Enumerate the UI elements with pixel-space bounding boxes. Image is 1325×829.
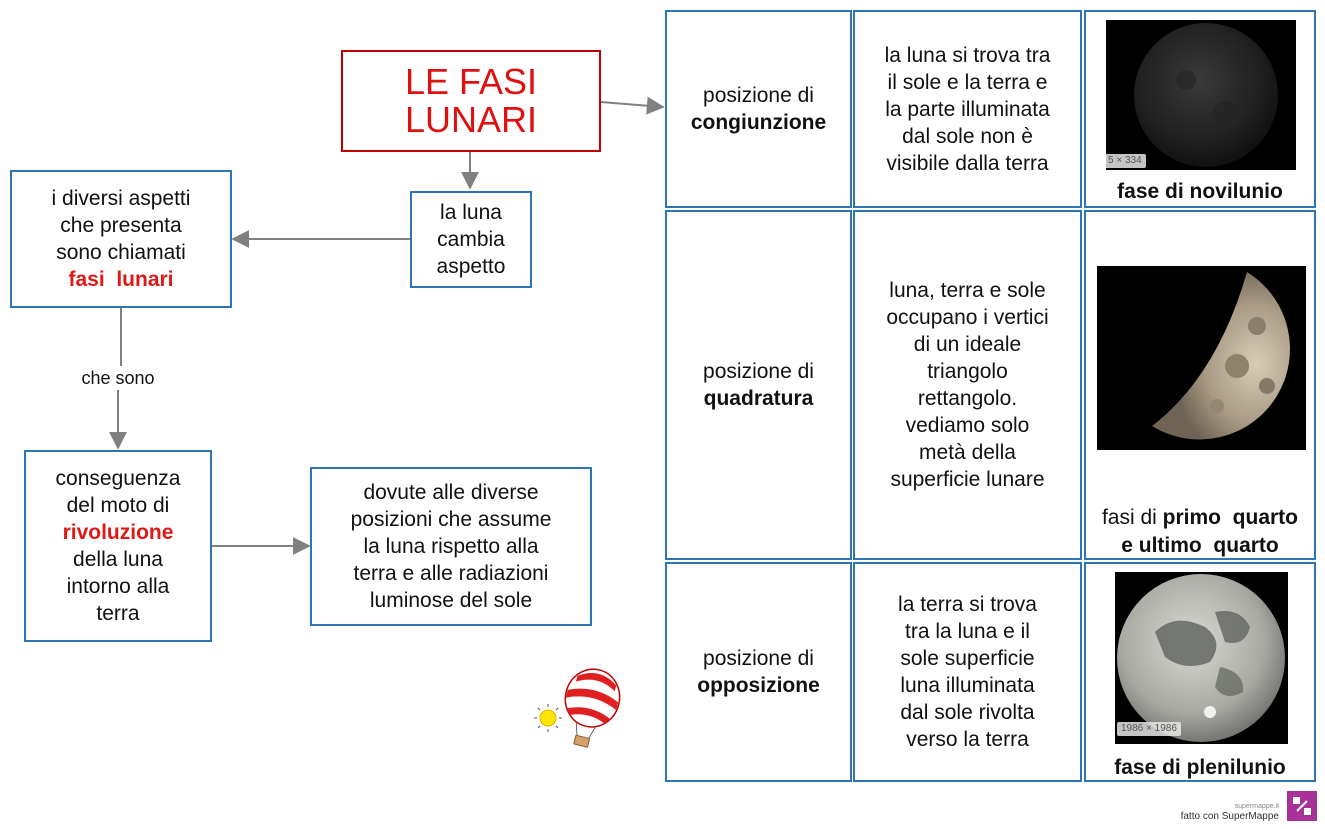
- position-name: quadratura: [704, 385, 814, 412]
- desc-line: verso la terra: [906, 726, 1029, 753]
- map-title: LE FASI LUNARI: [341, 50, 601, 152]
- desc-line: tra la luna e il: [905, 618, 1030, 645]
- image-cell-novilunio: 5 × 334 fase di novilunio: [1084, 10, 1316, 208]
- revolution-highlight: rivoluzione: [63, 519, 174, 546]
- node-line: intorno alla: [67, 573, 170, 600]
- connector-label: che sono: [60, 366, 176, 390]
- phase-caption: fase di novilunio: [1086, 178, 1314, 206]
- node-line: dovute alle diverse: [363, 479, 538, 506]
- description-cell: luna, terra e sole occupano i vertici di…: [853, 210, 1082, 560]
- desc-line: la luna si trova tra: [885, 42, 1051, 69]
- desc-line: occupano i vertici: [886, 304, 1048, 331]
- node-line: terra: [96, 600, 139, 627]
- desc-line: luna, terra e sole: [889, 277, 1045, 304]
- full-moon-image: 1986 × 1986: [1115, 572, 1288, 744]
- node-line: terra e alle radiazioni: [354, 560, 549, 587]
- title-line-1: LE FASI: [405, 63, 537, 101]
- image-cell-quarter: fasi di primo quarto e ultimo quarto: [1084, 210, 1316, 560]
- desc-line: dal sole rivolta: [900, 699, 1034, 726]
- node-line: posizioni che assume: [351, 506, 552, 533]
- footer-made-with: fatto con SuperMappe: [1181, 811, 1279, 823]
- desc-line: rettangolo.: [918, 385, 1017, 412]
- aspects-node: i diversi aspetti che presenta sono chia…: [10, 170, 232, 308]
- description-cell: la terra si trova tra la luna e il sole …: [853, 562, 1082, 782]
- phase-caption-2: e ultimo quarto: [1086, 532, 1314, 560]
- supermappe-logo-icon: [1287, 791, 1317, 821]
- node-line: che presenta: [60, 212, 181, 239]
- desc-line: la terra si trova: [898, 591, 1037, 618]
- node-line: i diversi aspetti: [52, 185, 191, 212]
- position-prefix: posizione di: [703, 645, 814, 672]
- image-size-tag: 5 × 334: [1106, 154, 1146, 168]
- position-prefix: posizione di: [703, 82, 814, 109]
- new-moon-image: 5 × 334: [1106, 20, 1296, 170]
- node-line: della luna: [73, 546, 163, 573]
- hot-air-balloon-icon: [554, 666, 625, 752]
- image-size-tag: 1986 × 1986: [1117, 722, 1181, 736]
- moon-changes-node: la luna cambia aspetto: [410, 191, 532, 288]
- caption-last-quarter: ultimo quarto: [1139, 534, 1279, 557]
- desc-line: visibile dalla terra: [886, 150, 1048, 177]
- positions-node: dovute alle diverse posizioni che assume…: [310, 467, 592, 626]
- node-line: luminose del sole: [370, 587, 532, 614]
- node-line: la luna: [440, 199, 502, 226]
- node-line: sono chiamati: [56, 239, 186, 266]
- title-line-2: LUNARI: [405, 101, 537, 139]
- footer-site: supermappe.it: [1181, 803, 1279, 811]
- description-cell: la luna si trova tra il sole e la terra …: [853, 10, 1082, 208]
- desc-line: di un ideale: [914, 331, 1021, 358]
- caption-prefix: fasi di: [1102, 506, 1157, 529]
- desc-line: il sole e la terra e: [888, 69, 1048, 96]
- node-line: la luna rispetto alla: [363, 533, 538, 560]
- quarter-moon-image: [1097, 266, 1306, 450]
- node-line: conseguenza: [56, 465, 181, 492]
- phase-caption: fase di plenilunio: [1086, 754, 1314, 782]
- position-cell-congiunzione: posizione di congiunzione: [665, 10, 852, 208]
- desc-line: metà della: [919, 439, 1016, 466]
- arrow-title-to-table: [601, 102, 663, 107]
- position-cell-quadratura: posizione di quadratura: [665, 210, 852, 560]
- position-prefix: posizione di: [703, 358, 814, 385]
- image-cell-plenilunio: 1986 × 1986 fase di plenilunio: [1084, 562, 1316, 782]
- caption-conj: e: [1121, 534, 1133, 557]
- desc-line: vediamo solo: [906, 412, 1030, 439]
- sun-icon: [534, 704, 562, 732]
- position-cell-opposizione: posizione di opposizione: [665, 562, 852, 782]
- node-line: cambia: [437, 226, 505, 253]
- caption-first-quarter: primo quarto: [1163, 506, 1298, 529]
- desc-line: superficie lunare: [890, 466, 1044, 493]
- desc-line: dal sole non è: [902, 123, 1033, 150]
- desc-line: triangolo: [927, 358, 1008, 385]
- position-name: opposizione: [697, 672, 820, 699]
- node-line: aspetto: [437, 253, 506, 280]
- desc-line: la parte illuminata: [885, 96, 1050, 123]
- desc-line: luna illuminata: [900, 672, 1034, 699]
- footer-credit: supermappe.it fatto con SuperMappe: [1181, 803, 1279, 823]
- consequence-node: conseguenza del moto di rivoluzione dell…: [24, 450, 212, 642]
- phase-caption: fasi di primo quarto: [1086, 504, 1314, 532]
- node-line: del moto di: [67, 492, 170, 519]
- position-name: congiunzione: [691, 109, 826, 136]
- desc-line: sole superficie: [900, 645, 1034, 672]
- balloon-sun-illustration: [520, 666, 625, 756]
- lunar-phases-highlight: fasi lunari: [68, 266, 173, 293]
